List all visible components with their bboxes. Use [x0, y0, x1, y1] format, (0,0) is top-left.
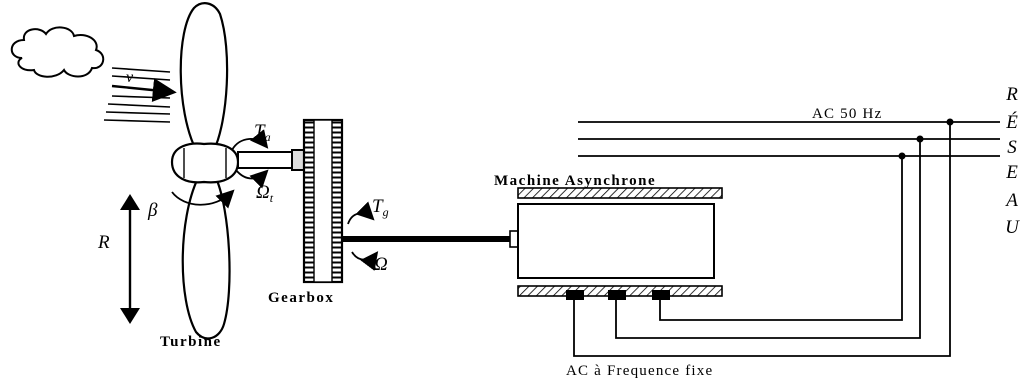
- turbine-speed-label: Ωt: [256, 182, 274, 205]
- machine-label: Machine Asynchrone: [494, 173, 656, 189]
- stator-wiring: [573, 122, 951, 357]
- junction-dots: [898, 118, 954, 160]
- grid-frequency-label: AC 50 Hz: [812, 106, 882, 122]
- reseau-letter: U: [1005, 217, 1020, 238]
- hub: [170, 142, 240, 184]
- reseau-letter: A: [1004, 190, 1018, 211]
- aero-torque-arrow: [231, 129, 269, 151]
- gen-torque-arrow: [347, 201, 375, 225]
- cloud-icon: [10, 26, 105, 78]
- reseau-label: R É S E A U: [1004, 84, 1020, 238]
- aero-torque-label: Ta: [254, 121, 271, 144]
- gen-speed-arrow: [351, 251, 379, 271]
- turbine-label: Turbine: [160, 334, 222, 350]
- gen-speed-label: Ω: [374, 254, 388, 275]
- wind-lines: [103, 67, 171, 123]
- turbine-speed-arrow: [235, 169, 269, 189]
- reseau-letter: S: [1007, 137, 1017, 158]
- wind-speed-label: v: [126, 69, 134, 86]
- lower-blade: [181, 176, 231, 340]
- gearbox-label: Gearbox: [268, 290, 334, 306]
- radius-label: R: [97, 232, 110, 253]
- reseau-letter: É: [1005, 111, 1018, 133]
- asynchronous-machine: [517, 187, 723, 300]
- reseau-letter: E: [1005, 162, 1018, 183]
- upper-blade: [179, 2, 229, 152]
- turbine-rotor: [170, 2, 240, 340]
- pitch-angle-arrow: [171, 189, 235, 209]
- gen-torque-label: Tg: [372, 196, 389, 219]
- grid-bus: [578, 121, 1000, 157]
- wind-arrow: [111, 78, 177, 103]
- pitch-angle-label: β: [147, 200, 158, 221]
- generator-shaft: [342, 230, 519, 248]
- turbine-shaft: [237, 149, 305, 171]
- fixed-frequency-label: AC à Frequence fixe: [566, 363, 713, 379]
- reseau-letter: R: [1005, 84, 1018, 105]
- gearbox: [302, 118, 344, 284]
